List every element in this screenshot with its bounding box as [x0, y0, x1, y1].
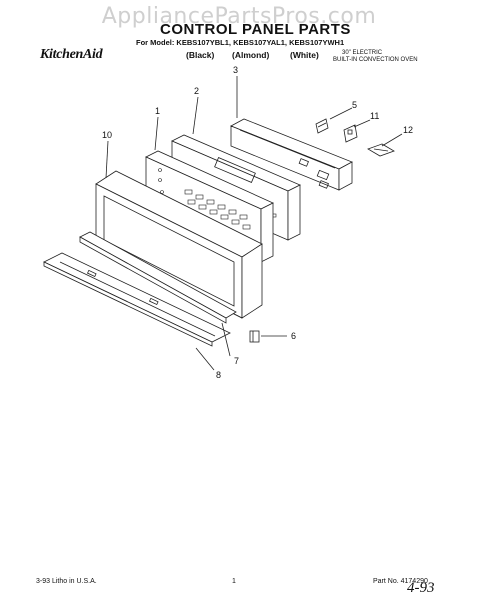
callout-10: 10: [102, 130, 113, 140]
callout-2: 2: [194, 86, 200, 96]
brand-logo: KitchenAid: [40, 47, 103, 62]
callout-11: 11: [370, 111, 380, 121]
oven-type-line1: 30" ELECTRIC: [342, 50, 383, 56]
callout-8: 8: [216, 370, 222, 380]
color-white: (White): [290, 50, 319, 60]
part-clip: [315, 118, 329, 134]
color-almond: (Almond): [232, 50, 270, 60]
handwritten-date: 4-93: [407, 580, 435, 596]
callout-5: 5: [352, 100, 358, 110]
part-control-housing: [230, 118, 353, 191]
page-number: 1: [232, 578, 236, 585]
part-cover: [367, 143, 395, 157]
watermark: AppliancePartsPros.com: [101, 4, 377, 29]
part-trim-strip: [79, 231, 237, 324]
footer-litho: 3-93 Litho in U.S.A.: [36, 578, 97, 585]
part-end-clip: [249, 330, 260, 343]
color-black: (Black): [186, 50, 215, 60]
callout-6: 6: [291, 331, 297, 341]
callout-3: 3: [233, 65, 239, 75]
part-bracket: [343, 124, 358, 143]
callout-1: 1: [155, 106, 161, 116]
part-vent-panel: [43, 252, 231, 347]
callout-12: 12: [403, 125, 414, 135]
page-title: CONTROL PANEL PARTS: [160, 21, 351, 38]
oven-type-line2: BUILT-IN CONVECTION OVEN: [333, 57, 418, 63]
part-frame-trim: [95, 170, 263, 319]
model-numbers: For Model: KEBS107YBL1, KEBS107YAL1, KEB…: [136, 38, 345, 47]
part-number: Part No. 4174290: [373, 578, 428, 585]
callout-7: 7: [234, 356, 240, 366]
